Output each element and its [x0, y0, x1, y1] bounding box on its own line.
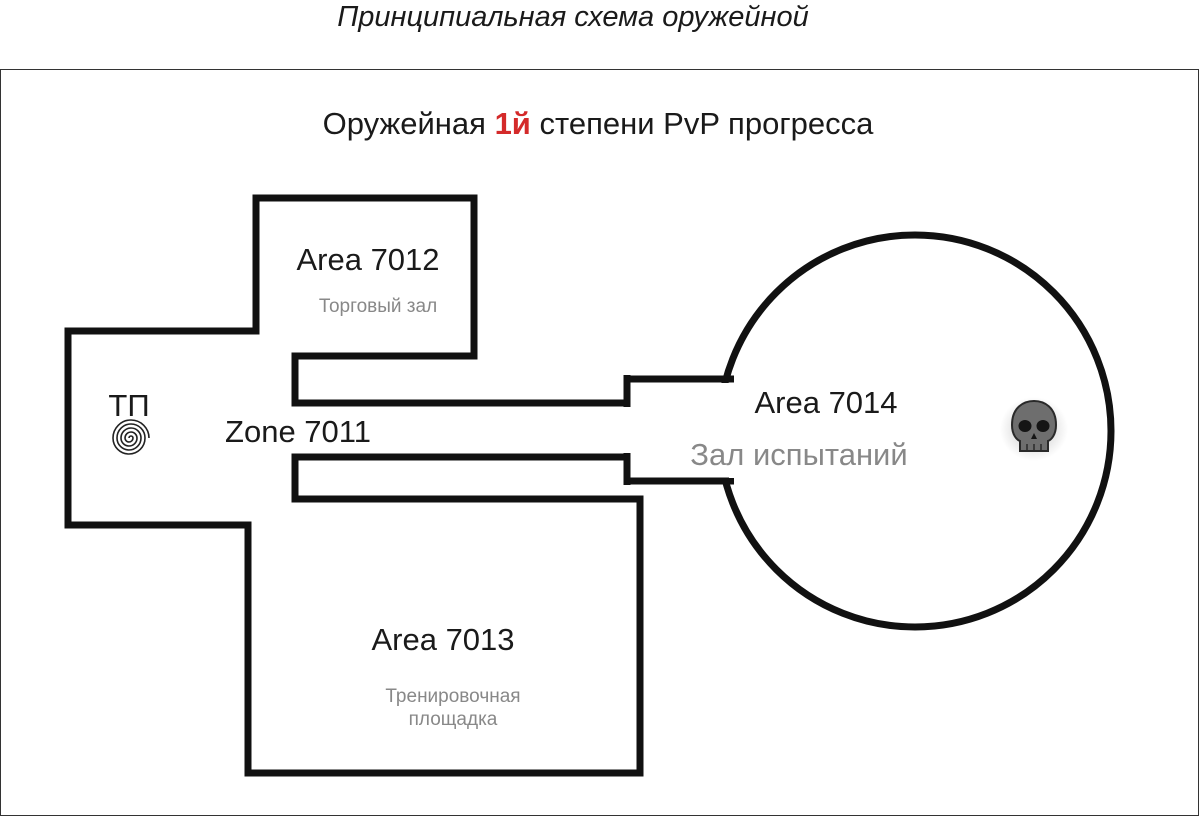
- spiral-icon: [112, 419, 150, 455]
- teleport-label: ТП: [108, 388, 150, 423]
- area-7013-title: Area 7013: [371, 622, 515, 657]
- area-7014-subtitle: Зал испытаний: [690, 437, 908, 472]
- subtitle-prefix: Оружейная: [322, 106, 495, 141]
- zone-7011-title: Zone 7011: [225, 414, 371, 449]
- subtitle-accent: 1й: [494, 106, 531, 141]
- page-title: Принципиальная схема оружейной: [337, 1, 809, 33]
- area-7012-subtitle: Торговый зал: [318, 296, 438, 317]
- diagram-frame: [0, 69, 1199, 816]
- corridor-inner: [628, 383, 736, 478]
- skull-icon: [1000, 397, 1068, 461]
- diagram-subtitle: Оружейная 1й степени PvP прогресса: [0, 105, 1196, 143]
- area-7013-subtitle: Тренировочная площадка: [385, 686, 521, 730]
- subtitle-suffix: степени PvP прогресса: [530, 106, 874, 141]
- area-7014-title: Area 7014: [754, 385, 898, 420]
- area-7012-title: Area 7012: [296, 242, 440, 277]
